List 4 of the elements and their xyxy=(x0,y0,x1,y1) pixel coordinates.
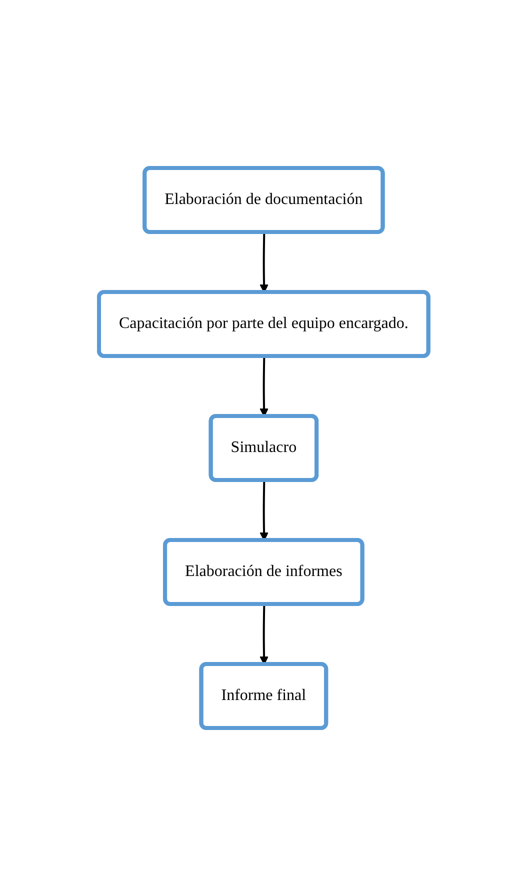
arrow xyxy=(259,604,268,664)
arrow xyxy=(259,480,268,540)
arrow xyxy=(259,356,268,416)
arrow xyxy=(259,232,268,292)
